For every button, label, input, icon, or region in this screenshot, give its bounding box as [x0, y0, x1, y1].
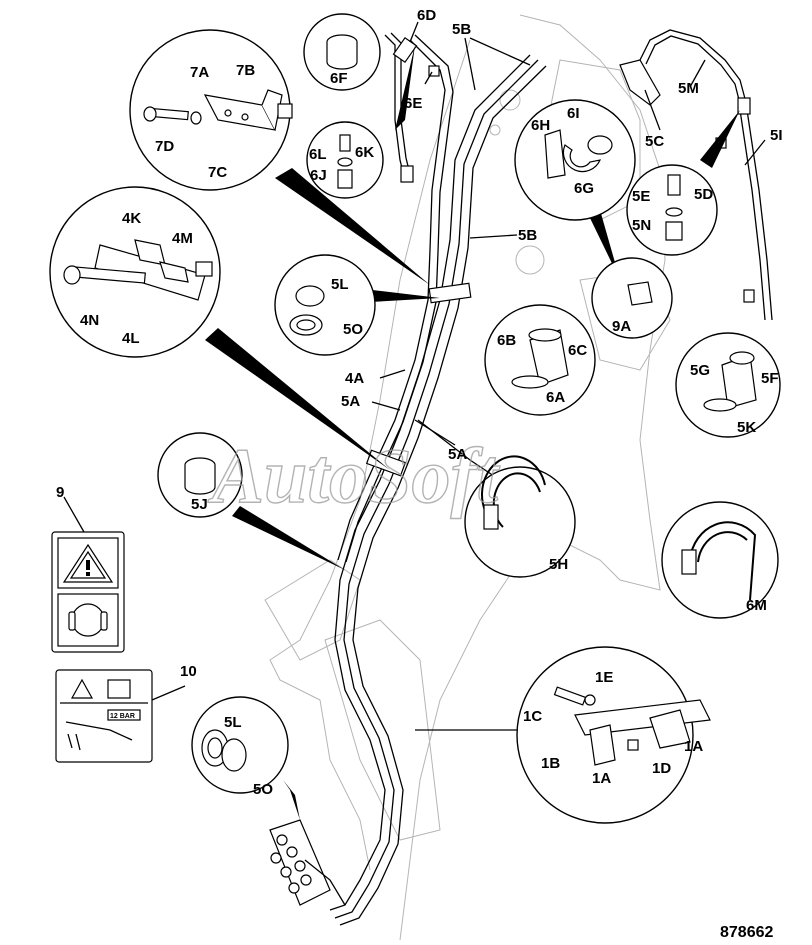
- callout-6F: 6F: [330, 70, 348, 87]
- callout-6C: 6C: [568, 342, 587, 359]
- callout-5J: 5J: [191, 496, 208, 513]
- callout-6A: 6A: [546, 389, 565, 406]
- detail-bubble-5L-5O-top: [274, 254, 376, 356]
- callout-6M: 6M: [746, 597, 767, 614]
- callout-5N: 5N: [632, 217, 651, 234]
- callout-1A-2: 1A: [592, 770, 611, 787]
- detail-bubble-6G-6H-6I: [514, 99, 636, 221]
- detail-bubble-9A: [591, 257, 673, 339]
- callout-1A-1: 1A: [684, 738, 703, 755]
- callout-4K: 4K: [122, 210, 141, 227]
- callout-5A-2: 5A: [448, 446, 467, 463]
- detail-bubble-6A-6B-6C: [484, 304, 596, 416]
- callout-10: 10: [180, 663, 197, 680]
- callout-7B: 7B: [236, 62, 255, 79]
- callout-7C: 7C: [208, 164, 227, 181]
- detail-bubble-6F: [303, 13, 381, 91]
- leader-lines: [63, 21, 766, 731]
- callout-5B-top: 5B: [452, 21, 471, 38]
- callout-5G: 5G: [690, 362, 710, 379]
- callout-6I: 6I: [567, 105, 580, 122]
- callout-6L: 6L: [309, 146, 327, 163]
- callout-9: 9: [56, 484, 64, 501]
- callout-5I: 5I: [770, 127, 783, 144]
- callout-1C: 1C: [523, 708, 542, 725]
- callout-4L: 4L: [122, 330, 140, 347]
- bubble-pointers: [205, 45, 740, 820]
- callout-5H: 5H: [549, 556, 568, 573]
- callout-1B: 1B: [541, 755, 560, 772]
- callout-6G: 6G: [574, 180, 594, 197]
- callout-5C: 5C: [645, 133, 664, 150]
- manifold-block: [269, 819, 346, 906]
- callout-5K: 5K: [737, 419, 756, 436]
- reference-number: 878662: [720, 924, 773, 941]
- callout-5B-mid: 5B: [518, 227, 537, 244]
- decal-10: 12 BAR: [55, 669, 153, 763]
- callout-5M: 5M: [678, 80, 699, 97]
- callout-4A: 4A: [345, 370, 364, 387]
- callout-7A: 7A: [190, 64, 209, 81]
- detail-bubble-5L-5O-bottom: [191, 696, 289, 794]
- detail-bubble-5H: [464, 455, 576, 578]
- detail-bubble-5F-5G-5K: [675, 332, 781, 438]
- callout-9A: 9A: [612, 318, 631, 335]
- callout-7D: 7D: [155, 138, 174, 155]
- callout-5L-bottom: 5L: [224, 714, 242, 731]
- decal-9: [51, 531, 125, 653]
- callout-1D: 1D: [652, 760, 671, 777]
- detail-bubble-1: [516, 646, 711, 824]
- callout-5E: 5E: [632, 188, 650, 205]
- detail-bubble-5J: [157, 432, 243, 518]
- decal-10-text: 12 BAR: [110, 713, 135, 720]
- callout-5O-top: 5O: [343, 321, 363, 338]
- detail-bubble-5E-5D-5N: [626, 164, 718, 256]
- callout-5D: 5D: [694, 186, 713, 203]
- callout-5F: 5F: [761, 370, 779, 387]
- callout-5L-top: 5L: [331, 276, 349, 293]
- callout-4N: 4N: [80, 312, 99, 329]
- callout-labels: 6D 5B 6F 6E 6L 6K 6J 7A 7B 7D 7C 5M 5C 5…: [56, 7, 783, 798]
- callout-6B: 6B: [497, 332, 516, 349]
- callout-5O-bottom: 5O: [253, 781, 273, 798]
- detail-bubble-4: [49, 186, 221, 358]
- watermark: AutoSoft: [207, 432, 500, 519]
- callout-6E: 6E: [404, 95, 422, 112]
- detail-bubble-7: [129, 29, 293, 191]
- callout-6H: 6H: [531, 117, 550, 134]
- callout-5A-1: 5A: [341, 393, 360, 410]
- detail-bubble-6M: [661, 501, 779, 619]
- ear-protection-icon: [71, 603, 105, 637]
- callout-6D: 6D: [417, 7, 436, 24]
- detail-bubble-6L-6K-6J: [306, 121, 384, 199]
- callout-1E: 1E: [595, 669, 613, 686]
- callout-6J: 6J: [310, 167, 327, 184]
- callout-4M: 4M: [172, 230, 193, 247]
- callout-6K: 6K: [355, 144, 374, 161]
